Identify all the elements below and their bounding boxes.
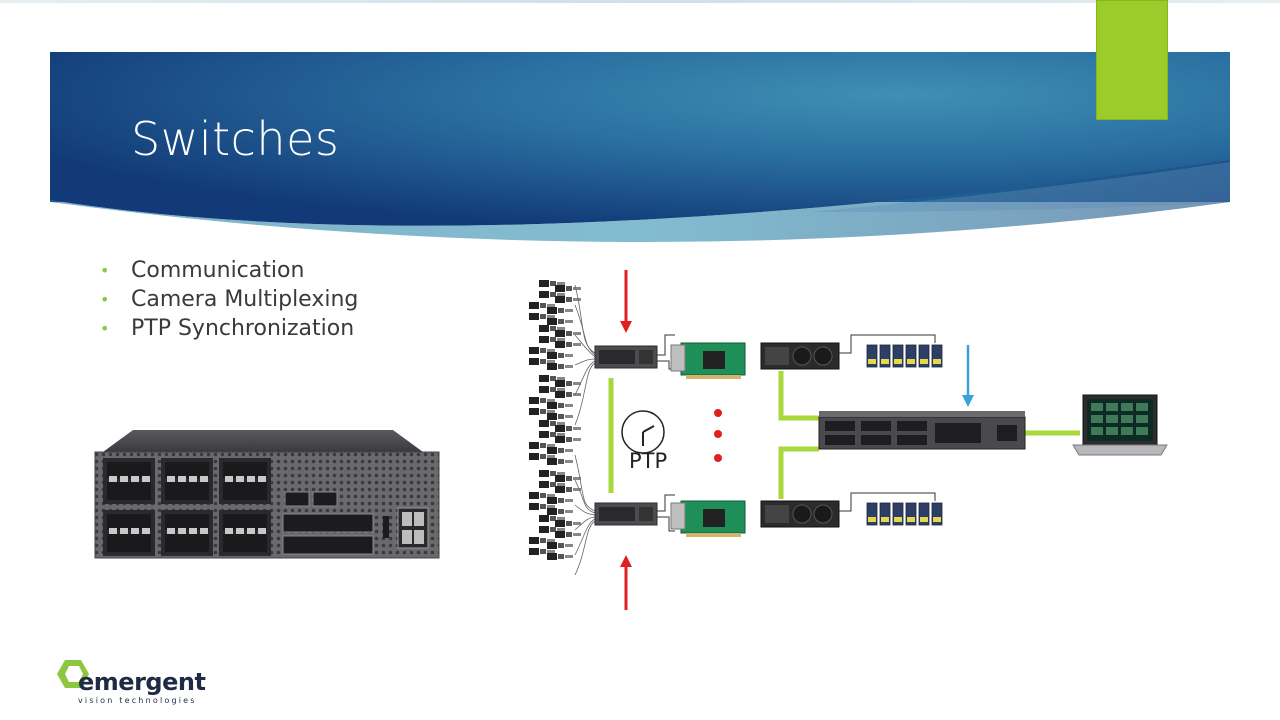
network-switch-image xyxy=(93,430,443,565)
bullet-dot-icon: • xyxy=(100,261,110,280)
bullet-item: • PTP Synchronization xyxy=(100,314,358,343)
top-border-line xyxy=(0,0,1280,3)
bullet-item: • Communication xyxy=(100,256,358,285)
title-banner xyxy=(50,52,1230,242)
bullet-dot-icon: • xyxy=(100,290,110,309)
bullet-list: • Communication • Camera Multiplexing • PTP… xyxy=(100,256,358,343)
slide-title: Switches xyxy=(131,112,340,166)
bullet-item: • Camera Multiplexing xyxy=(100,285,358,314)
ptp-label: PTP xyxy=(629,449,668,473)
bullet-text: PTP Synchronization xyxy=(131,316,355,341)
logo-tagline: vision technologies xyxy=(78,696,197,705)
bullet-text: Camera Multiplexing xyxy=(131,287,359,312)
bullet-text: Communication xyxy=(131,258,305,283)
emergent-logo xyxy=(55,658,195,708)
bullet-dot-icon: • xyxy=(100,319,110,338)
accent-bar xyxy=(1096,0,1168,120)
camera-network-diagram xyxy=(525,265,1175,620)
logo-wordmark: emergent xyxy=(78,668,206,696)
